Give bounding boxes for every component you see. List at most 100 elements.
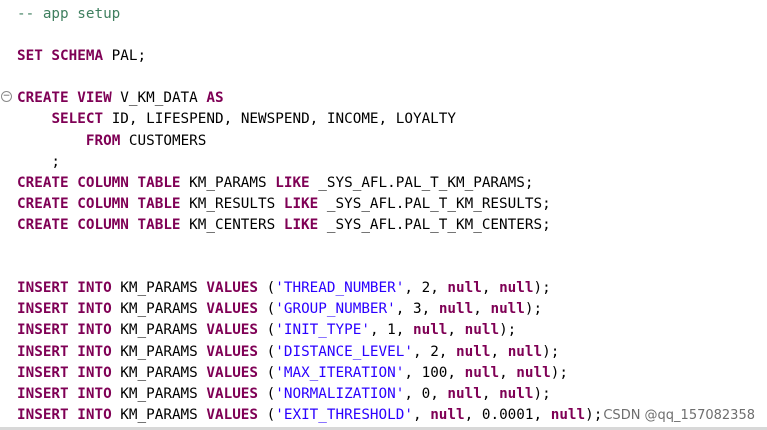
- string-literal: 'EXIT_THRESHOLD': [275, 406, 413, 423]
- code-text: , 0,: [404, 385, 448, 402]
- sql-keyword: INSERT INTO: [17, 406, 112, 423]
- code-text: , 1,: [369, 322, 413, 339]
- sql-keyword: CREATE COLUMN TABLE: [17, 195, 181, 212]
- code-text: ,: [499, 364, 517, 381]
- editor-bottom-edge: [0, 427, 767, 430]
- code-text: ,: [481, 280, 500, 297]
- editor-gutter: −: [0, 0, 12, 430]
- code-text: _SYS_AFL.PAL_T_KM_PARAMS;: [309, 174, 534, 191]
- sql-keyword: VALUES: [206, 406, 259, 423]
- null-keyword: null: [464, 364, 500, 381]
- code-text: (: [258, 322, 276, 339]
- code-text: V_KM_DATA: [111, 90, 207, 107]
- sql-keyword: CREATE COLUMN TABLE: [17, 174, 181, 191]
- code-line[interactable]: SET SCHEMA PAL;: [17, 46, 602, 67]
- string-literal: 'MAX_ITERATION': [275, 364, 405, 381]
- fold-collapse-icon[interactable]: −: [1, 91, 12, 102]
- code-text: , 3,: [395, 301, 439, 318]
- code-text: , 0.0001,: [464, 406, 551, 423]
- code-text: , 2,: [412, 343, 457, 360]
- code-text: KM_PARAMS: [111, 301, 207, 318]
- code-text: KM_RESULTS: [180, 195, 284, 212]
- code-text: );: [550, 364, 568, 381]
- code-text: KM_PARAMS: [111, 343, 207, 360]
- code-line[interactable]: INSERT INTO KM_PARAMS VALUES ('DISTANCE_…: [17, 342, 602, 363]
- sql-comment: -- app setup: [17, 6, 121, 22]
- code-text: KM_PARAMS: [111, 406, 207, 423]
- code-text: ,: [490, 343, 508, 360]
- code-line[interactable]: ;: [17, 152, 602, 173]
- code-line[interactable]: CREATE VIEW V_KM_DATA AS: [17, 88, 602, 109]
- code-text: ,: [473, 301, 491, 318]
- code-text: );: [533, 280, 551, 297]
- sql-keyword: INSERT INTO: [17, 385, 112, 402]
- code-line[interactable]: -- app setup: [17, 4, 602, 25]
- null-keyword: null: [464, 322, 500, 339]
- sql-keyword: SELECT: [51, 111, 104, 128]
- sql-keyword: VALUES: [206, 280, 259, 297]
- string-literal: 'INIT_TYPE': [275, 322, 370, 339]
- string-literal: 'THREAD_NUMBER': [275, 280, 405, 297]
- sql-keyword: INSERT INTO: [17, 364, 112, 381]
- null-keyword: null: [447, 280, 482, 297]
- sql-keyword: VALUES: [206, 322, 259, 339]
- code-text: KM_PARAMS: [180, 174, 276, 191]
- code-text: KM_PARAMS: [111, 280, 207, 297]
- code-text: (: [258, 280, 276, 297]
- null-keyword: null: [507, 343, 543, 360]
- sql-keyword: VALUES: [206, 364, 259, 381]
- code-line[interactable]: INSERT INTO KM_PARAMS VALUES ('INIT_TYPE…: [17, 320, 602, 341]
- code-line[interactable]: CREATE COLUMN TABLE KM_CENTERS LIKE _SYS…: [17, 215, 602, 236]
- null-keyword: null: [447, 385, 482, 402]
- null-keyword: null: [499, 280, 534, 297]
- sql-keyword: INSERT INTO: [17, 322, 112, 339]
- code-line[interactable]: [17, 67, 602, 88]
- watermark-text: CSDN @qq_157082358: [601, 408, 757, 423]
- sql-keyword: CREATE COLUMN TABLE: [17, 216, 181, 233]
- code-line[interactable]: CREATE COLUMN TABLE KM_RESULTS LIKE _SYS…: [17, 194, 602, 215]
- code-area[interactable]: -- app setup SET SCHEMA PAL; CREATE VIEW…: [17, 4, 602, 426]
- null-keyword: null: [456, 343, 491, 360]
- sql-keyword: LIKE: [275, 174, 310, 191]
- code-text: [17, 111, 51, 127]
- code-text: (: [258, 301, 276, 318]
- code-text: (: [258, 364, 276, 381]
- code-text: (: [258, 343, 276, 360]
- code-line[interactable]: INSERT INTO KM_PARAMS VALUES ('NORMALIZA…: [17, 384, 602, 405]
- code-text: _SYS_AFL.PAL_T_KM_CENTERS;: [318, 216, 551, 233]
- code-text: );: [524, 301, 543, 318]
- string-literal: 'DISTANCE_LEVEL': [275, 343, 413, 360]
- sql-keyword: AS: [206, 90, 224, 107]
- code-line[interactable]: CREATE COLUMN TABLE KM_PARAMS LIKE _SYS_…: [17, 173, 602, 194]
- code-text: ,: [481, 385, 500, 402]
- sql-keyword: VALUES: [206, 301, 259, 318]
- code-text: [17, 133, 86, 149]
- code-text: KM_PARAMS: [111, 364, 207, 381]
- code-line[interactable]: INSERT INTO KM_PARAMS VALUES ('THREAD_NU…: [17, 278, 602, 299]
- code-text: PAL;: [103, 48, 147, 65]
- code-line[interactable]: SELECT ID, LIFESPEND, NEWSPEND, INCOME, …: [17, 109, 602, 130]
- sql-keyword: INSERT INTO: [17, 343, 112, 360]
- code-text: (: [258, 385, 276, 402]
- code-text: );: [533, 385, 551, 402]
- code-text: , 100,: [404, 364, 465, 381]
- code-line[interactable]: [17, 257, 602, 278]
- code-text: ID, LIFESPEND, NEWSPEND, INCOME, LOYALTY: [103, 111, 456, 128]
- sql-keyword: INSERT INTO: [17, 301, 112, 318]
- code-line[interactable]: [17, 25, 602, 46]
- code-text: KM_PARAMS: [111, 385, 207, 402]
- code-line[interactable]: [17, 236, 602, 257]
- null-keyword: null: [516, 364, 551, 381]
- code-text: );: [499, 322, 517, 339]
- sql-keyword: VALUES: [206, 343, 259, 360]
- code-text: , 2,: [404, 280, 448, 297]
- null-keyword: null: [490, 301, 525, 318]
- code-text: KM_PARAMS: [111, 322, 207, 339]
- code-line[interactable]: INSERT INTO KM_PARAMS VALUES ('EXIT_THRE…: [17, 405, 602, 426]
- null-keyword: null: [499, 385, 534, 402]
- code-line[interactable]: FROM CUSTOMERS: [17, 131, 602, 152]
- code-line[interactable]: INSERT INTO KM_PARAMS VALUES ('MAX_ITERA…: [17, 363, 602, 384]
- code-line[interactable]: INSERT INTO KM_PARAMS VALUES ('GROUP_NUM…: [17, 299, 602, 320]
- code-text: KM_CENTERS: [180, 216, 284, 233]
